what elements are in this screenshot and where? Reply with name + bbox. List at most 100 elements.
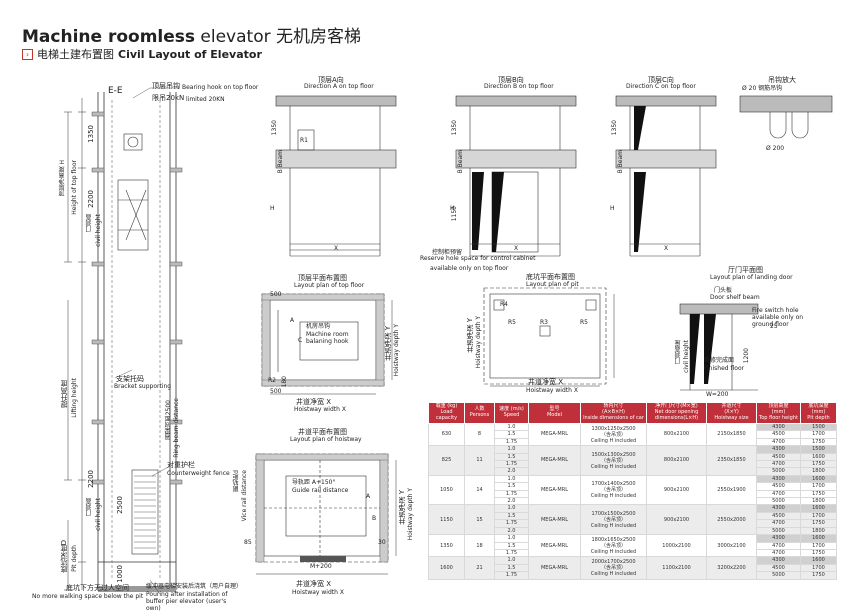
table-cell: 1.75: [494, 571, 529, 580]
car-bottom: [131, 469, 159, 555]
landing-door-height-cn: 门洞高度: [675, 340, 682, 364]
table-cell: 1750: [800, 460, 837, 469]
spec-header-6: 井道尺寸 (X×Y) Hoistway size: [706, 402, 757, 424]
hoistway-depth-en: Hoistway depth Y: [407, 488, 414, 541]
table-cell: 1.5: [494, 430, 529, 439]
top-plan-r2: R2: [268, 377, 276, 384]
table-cell: 4700: [756, 548, 801, 558]
table-cell: 1750: [800, 548, 837, 558]
table-cell: 4700: [756, 541, 801, 550]
title-light: elevator 无机房客梯: [195, 27, 361, 47]
table-cell: 4500: [756, 563, 801, 573]
door-frame-cn: 门头板: [714, 287, 733, 294]
title-bold: Machine roomless: [22, 27, 195, 47]
car-size-line: （含吊顶）: [600, 516, 626, 523]
table-cell: 5000: [756, 526, 801, 536]
bracket-en: Bracket supporting: [114, 383, 172, 390]
view-b: [455, 95, 577, 257]
no-walk-cn: 底坑下方无过人空间: [66, 584, 129, 592]
pit-plan: [483, 287, 607, 385]
table-cell: 1.0: [494, 422, 529, 432]
table-cell: 2.0: [494, 497, 529, 506]
hoistway-width-cn: 井道净宽 X: [296, 580, 332, 588]
table-cell: 1.5: [494, 563, 529, 573]
table-cell: 1800: [800, 497, 837, 506]
top-plan-500b: 500: [270, 388, 282, 395]
hoistway-plan-b: B: [372, 515, 377, 522]
pit-depth-cn: 井道净深 Y: [466, 318, 474, 353]
top-plan-en: Layout plan of top floor: [294, 282, 365, 289]
hook-label-en: Bearing hook on top floor: [182, 84, 259, 91]
hoistway-plan-cn: 井道平面布置图: [298, 428, 347, 436]
table-cell: 1750: [800, 489, 837, 499]
view-b-x: X: [514, 245, 519, 252]
table-cell: 1.75: [494, 548, 529, 558]
spec-header-8: 底坑深度 (mm) Pit depth: [800, 402, 837, 424]
table-cell: 2350x1850: [706, 445, 757, 476]
table-cell: 1700: [800, 482, 837, 491]
table-cell: 1750: [800, 571, 837, 580]
table-cell: 1600: [800, 556, 837, 565]
view-c-shadow: [634, 106, 646, 150]
table-cell: 8: [464, 422, 495, 447]
table-cell: 1700: [800, 511, 837, 521]
table-cell: 4300: [756, 445, 801, 454]
landing-door-shadow-2: [704, 314, 716, 384]
table-cell: 825: [428, 445, 465, 476]
top-plan-depth-cn: 井道净深 Y: [384, 326, 392, 361]
page-subtitle: › 电梯土建布置图 Civil Layout of Elevator: [22, 46, 262, 62]
hoistway-85: 85: [244, 539, 252, 546]
hoistway-30: 30: [378, 539, 386, 546]
table-cell: 1.75: [494, 489, 529, 499]
limit-label-en: limited 20KN: [186, 96, 225, 103]
guide-dist: 导轨距 A+150°: [292, 479, 336, 486]
table-cell: 1750: [800, 519, 837, 528]
landing-plan-en: Layout plan of landing door: [710, 274, 793, 281]
spec-header-7: 顶层高度 (mm) Top floor height: [756, 402, 801, 424]
table-cell: 15: [464, 504, 495, 536]
table-cell: 1.5: [494, 541, 529, 550]
leader-lines: [114, 87, 180, 595]
table-cell: 800x2100: [646, 422, 707, 447]
side-dist-cn: 副轨距d: [233, 470, 240, 492]
car-size-line: Ceiling H included: [590, 463, 637, 470]
view-c-cn: 顶层C向: [648, 76, 674, 84]
table-cell: 2.0: [494, 526, 529, 536]
guard-en: Counterweight fence: [167, 470, 230, 477]
car-size-line: 1700x1500x2500: [591, 510, 636, 517]
view-c-h: H: [610, 205, 615, 212]
table-cell: MEGA-MRL: [528, 556, 581, 580]
view-a-cn: 顶层A向: [318, 76, 344, 84]
pit-plan-en: Layout plan of pit: [526, 281, 579, 288]
table-cell: 1.5: [494, 511, 529, 521]
table-cell: 1.5: [494, 452, 529, 462]
table-cell: 2000x1700x2500（含吊顶）Ceiling H included: [580, 556, 647, 580]
top-floor-hatch: [261, 293, 385, 387]
limit-label-cn: 限吊20kN: [152, 94, 185, 102]
bracket-cn: 支架托码: [116, 375, 144, 383]
table-cell: 1700: [800, 563, 837, 573]
table-cell: 1800: [800, 467, 837, 476]
pit-r5a: R5: [508, 319, 516, 326]
table-cell: 1600: [800, 504, 837, 513]
spec-header-2: 速度 (m/s) Speed: [494, 402, 529, 424]
view-b-en: Direction B on top floor: [484, 83, 554, 90]
guide-dist-en: Guide rail distance: [292, 487, 349, 494]
pit-width-en: Hoistway width X: [526, 387, 578, 394]
view-a: [275, 95, 397, 257]
